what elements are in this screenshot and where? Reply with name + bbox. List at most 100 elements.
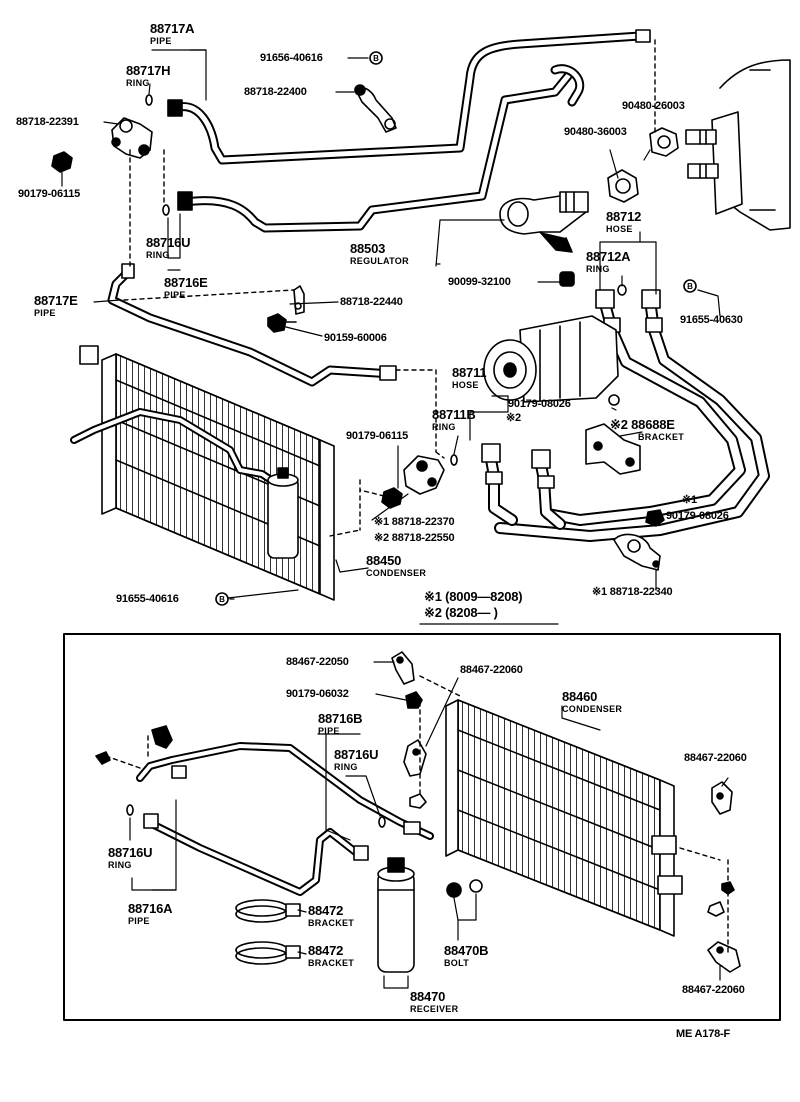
bolt-91655-40630 <box>683 279 697 293</box>
bolt-91655-40616 <box>215 592 229 606</box>
bolt-90159-60006 <box>267 313 297 333</box>
pipe-88717e <box>107 263 397 387</box>
bracket-88467-22060-a <box>403 739 427 777</box>
label-star1: ※1 <box>682 494 697 506</box>
pipe-88716a <box>143 813 369 896</box>
label-88467-22050: 88467-22050 <box>286 656 349 668</box>
nut-lower-c <box>707 901 725 917</box>
leader-lines-upper <box>61 49 721 600</box>
bracket-88472-b <box>235 941 301 965</box>
svg-text:B: B <box>687 282 693 291</box>
bracket-88467-22060-c <box>707 941 741 973</box>
nut-90480-36003 <box>607 169 639 203</box>
fitting-top-left <box>95 725 173 765</box>
bracket-88467-22060-b <box>711 781 733 815</box>
svg-text:B: B <box>219 595 225 604</box>
note-1: ※1 (8009—8208) <box>424 589 523 604</box>
label-91655-40616: 91655-40616 <box>116 593 179 605</box>
ring-88716u-b <box>378 816 386 828</box>
condenser-88450 <box>70 345 335 601</box>
pipe-88717a <box>167 29 651 165</box>
nut-90179-06115 <box>51 151 73 173</box>
label-88718-22440: 88718-22440 <box>340 296 403 308</box>
bracket-88467-22050 <box>391 651 415 685</box>
note-2: ※2 (8208— ) <box>424 605 498 620</box>
label-90179-08026-b: 90179-08026 <box>666 510 729 522</box>
bracket-88718-22400 <box>354 84 397 133</box>
label-88467-22060-c: 88467-22060 <box>682 984 745 996</box>
footer-code: ME A178-F <box>676 1028 731 1040</box>
nut-90480-26003 <box>649 127 679 157</box>
nut-lower-a <box>409 793 427 809</box>
pipe-88716e <box>177 64 585 233</box>
bolt-91656-40616 <box>369 51 383 65</box>
bracket-88718-22370 <box>403 455 445 495</box>
dashed-guides-lower <box>105 675 729 953</box>
label-88718-22400: 88718-22400 <box>244 86 307 98</box>
label-90179-08026-a: 90179-08026 <box>508 398 571 410</box>
label-88467-22060-b: 88467-22060 <box>684 752 747 764</box>
label-88718-22340: ※1 88718-22340 <box>592 586 673 598</box>
label-90179-06032: 90179-06032 <box>286 688 349 700</box>
nut-90179-08026-b <box>645 509 665 527</box>
bolt-88470b <box>446 879 483 898</box>
regulator-88503 <box>499 191 589 253</box>
pipe-88716b <box>136 742 434 840</box>
ring-88716u-c <box>126 804 134 816</box>
svg-text:B: B <box>373 54 379 63</box>
dashed-guides-upper <box>123 39 656 537</box>
label-88718-22550: ※2 88718-22550 <box>374 532 455 544</box>
label-90480-26003: 90480-26003 <box>622 100 685 112</box>
bracket-88718-22440 <box>293 285 305 315</box>
leader-lines-lower <box>129 661 729 989</box>
ring-88711b <box>450 454 458 466</box>
label-star2: ※2 <box>506 412 521 424</box>
label-90480-36003: 90480-36003 <box>564 126 627 138</box>
label-88718-22391: 88718-22391 <box>16 116 79 128</box>
label-90179-06115-b: 90179-06115 <box>346 430 409 442</box>
nut-90179-08026-a <box>608 394 620 406</box>
bracket-88718-22391 <box>111 117 153 159</box>
bracket-88688e <box>585 423 641 475</box>
ring-88716u <box>162 204 170 216</box>
lower-frame <box>63 633 781 1021</box>
hose-88712 <box>494 289 770 542</box>
label-88718-22370: ※1 88718-22370 <box>374 516 455 528</box>
bracket-88472-a <box>235 899 301 923</box>
nut-90099-32100 <box>559 271 575 287</box>
label-91655-40630: 91655-40630 <box>680 314 743 326</box>
ring-88717h <box>145 94 153 106</box>
bracket-88718-22340 <box>613 533 661 571</box>
label-90159-60006: 90159-60006 <box>324 332 387 344</box>
label-88467-22060-a: 88467-22060 <box>460 664 523 676</box>
nut-90179-06115-b <box>381 487 403 509</box>
receiver-upper <box>267 467 299 559</box>
condenser-88460 <box>445 699 683 937</box>
evaporator-housing <box>685 59 791 231</box>
compressor <box>483 315 619 403</box>
hose-88711 <box>481 443 566 530</box>
label-91656-40616: 91656-40616 <box>260 52 323 64</box>
label-90099-32100: 90099-32100 <box>448 276 511 288</box>
